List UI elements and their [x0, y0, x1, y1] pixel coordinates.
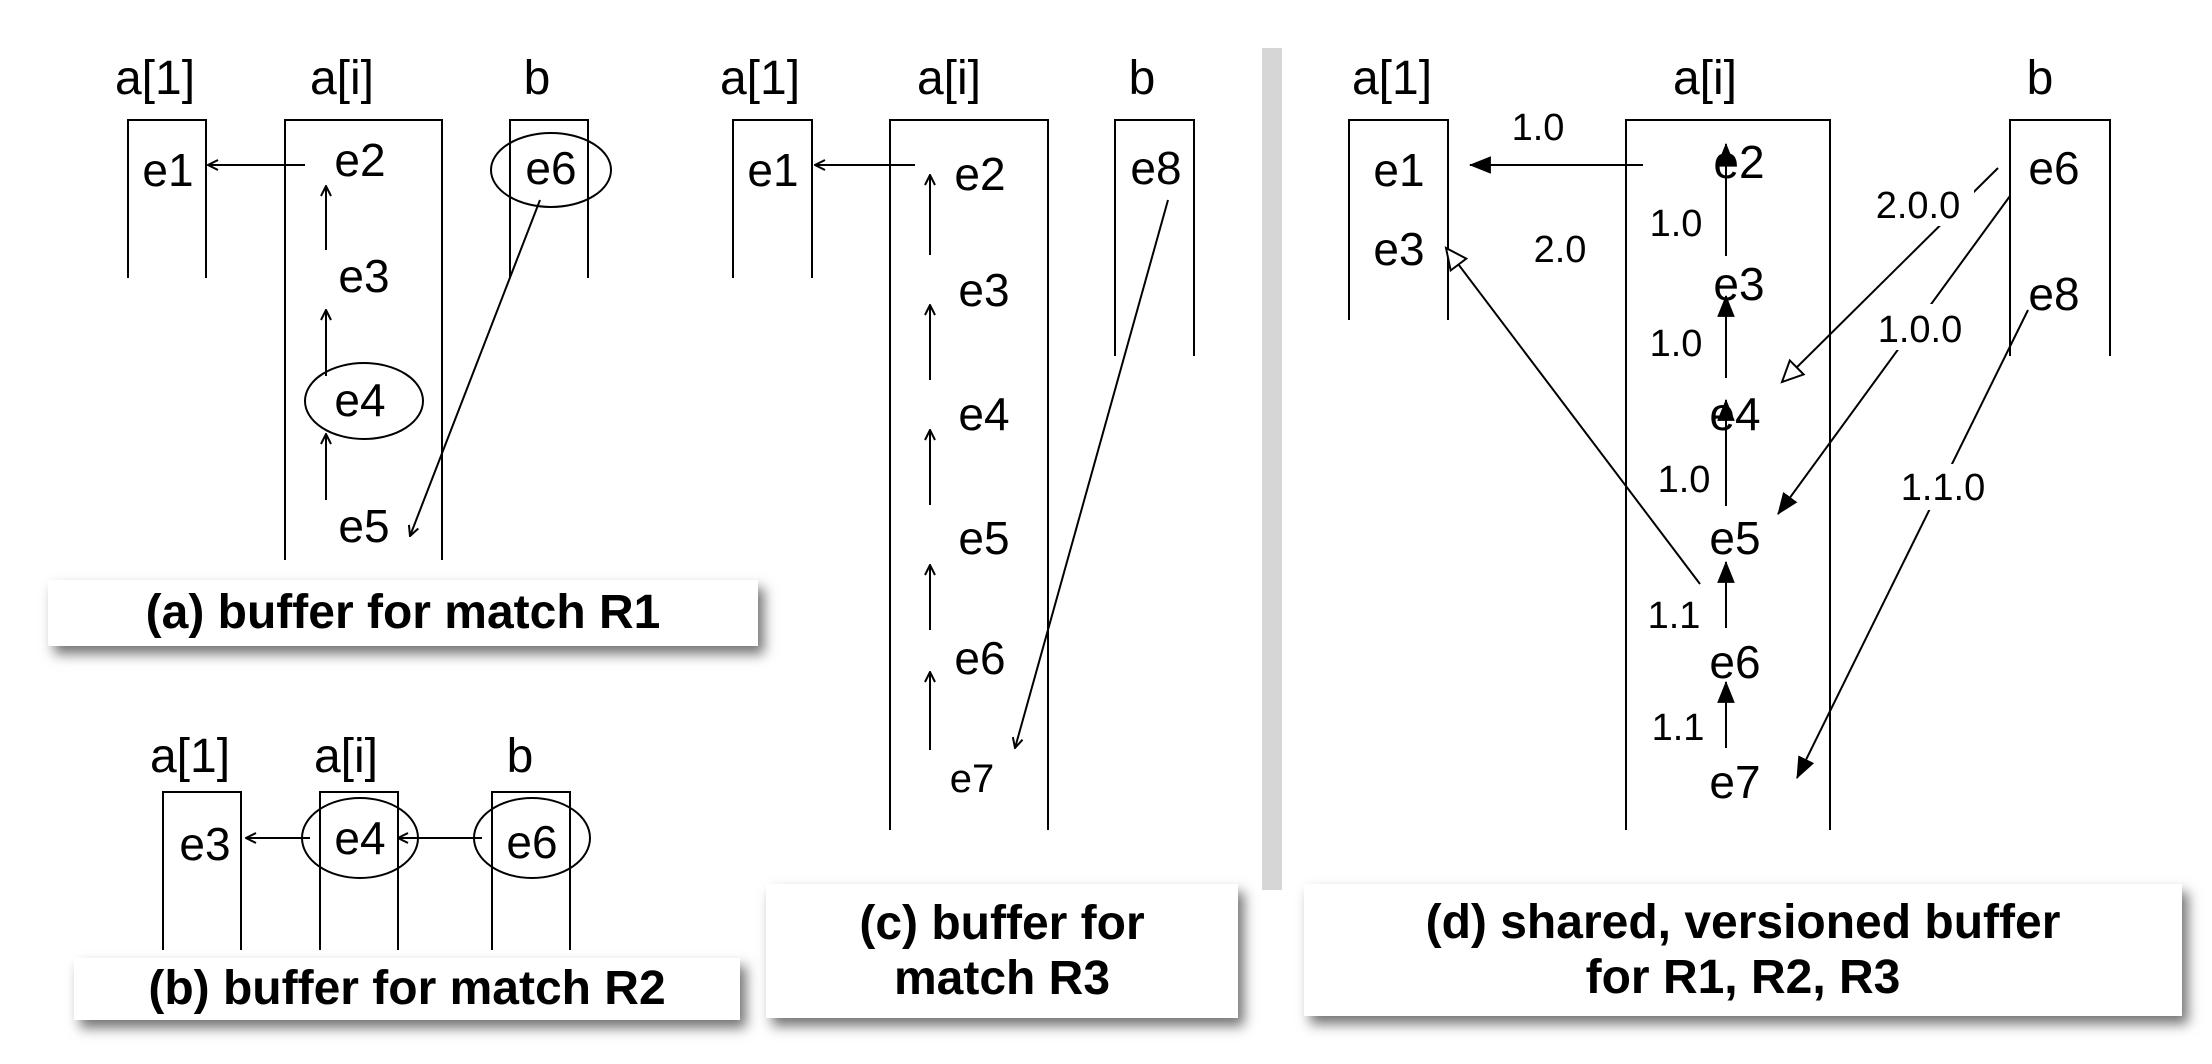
- event-e8: e8: [2028, 268, 2079, 320]
- panel-a: a[1] a[i] b e1 e2 e3 e4 e5 e6: [115, 52, 612, 560]
- event-e4: e4: [958, 388, 1009, 440]
- event-e5: e5: [958, 512, 1009, 564]
- event-e6: e6: [525, 142, 576, 194]
- event-e4: e4: [334, 374, 385, 426]
- event-e5: e5: [338, 500, 389, 552]
- event-e6: e6: [2028, 142, 2079, 194]
- column-header-a1: a[1]: [115, 52, 195, 105]
- event-e2: e2: [334, 134, 385, 186]
- panel-d: a[1] a[i] b e1 e3 e2 e3 e4 e5 e6 e7 e6 e…: [1348, 52, 2111, 830]
- column-header-b: b: [1129, 52, 1156, 105]
- panel-divider: [1262, 48, 1282, 890]
- version-label: 1.0.0: [1878, 309, 1963, 351]
- event-e7: e7: [1709, 756, 1760, 808]
- version-label-mask: [1860, 180, 1974, 226]
- event-e5: e5: [1709, 512, 1760, 564]
- event-e4: e4: [1709, 388, 1760, 440]
- stack-b: [2009, 119, 2111, 356]
- caption-panel-d: (d) shared, versioned buffer for R1, R2,…: [1304, 884, 2182, 1016]
- stack-b: [1114, 119, 1195, 356]
- version-label-mask: [1862, 304, 1976, 350]
- stack-a1: [127, 119, 207, 278]
- caption-line: for R1, R2, R3: [1585, 951, 1901, 1004]
- event-e3: e3: [338, 250, 389, 302]
- column-header-a1: a[1]: [150, 730, 230, 783]
- stack-a1: [162, 791, 242, 950]
- caption-text-block: (d) shared, versioned buffer for R1, R2,…: [1426, 895, 2061, 1005]
- event-e3: e3: [179, 818, 230, 870]
- stack-ai: [1625, 119, 1831, 830]
- event-e4: e4: [334, 812, 385, 864]
- column-header-a1: a[1]: [1352, 52, 1432, 105]
- caption-panel-c: (c) buffer for match R3: [766, 884, 1238, 1018]
- version-label: 1.0: [1650, 323, 1703, 365]
- event-e1: e1: [142, 144, 193, 196]
- version-label: 2.0.0: [1876, 185, 1961, 227]
- column-header-a1: a[1]: [720, 52, 800, 105]
- pointer-arrow: [410, 199, 541, 536]
- version-label: 2.0: [1534, 229, 1587, 271]
- caption-text: (a) buffer for match R1: [145, 586, 661, 640]
- column-header-ai: a[i]: [1673, 52, 1737, 105]
- version-label-mask: [1886, 464, 2000, 510]
- column-header-ai: a[i]: [310, 52, 374, 105]
- version-label: 1.1: [1648, 595, 1701, 637]
- event-e2: e2: [954, 148, 1005, 200]
- version-label-mask: [1642, 200, 1708, 244]
- caption-line: (d) shared, versioned buffer: [1425, 895, 2061, 949]
- pointer-arrow: [1777, 195, 2011, 515]
- column-header-b: b: [507, 730, 534, 783]
- panel-c: a[1] a[i] b e1 e2 e3 e4 e5 e6 e7 e8: [720, 52, 1195, 830]
- caption-text-block: (c) buffer for match R3: [859, 896, 1144, 1006]
- panel-b: a[1] a[i] b e3 e4 e6: [150, 730, 591, 950]
- version-label: 1.0: [1512, 107, 1565, 149]
- event-e6: e6: [954, 632, 1005, 684]
- version-label: 1.0: [1650, 203, 1703, 245]
- version-label: 1.0: [1658, 459, 1711, 501]
- pointer-arrow: [1446, 248, 1701, 585]
- caption-text: (b) buffer for match R2: [148, 962, 666, 1016]
- stack-a1: [732, 119, 813, 278]
- version-label: 1.1: [1652, 707, 1705, 749]
- column-header-ai: a[i]: [314, 730, 378, 783]
- caption-line: (c) buffer for: [859, 896, 1145, 950]
- pointer-arrow: [1796, 309, 2029, 779]
- event-e8: e8: [1130, 142, 1181, 194]
- stack-a1: [1348, 119, 1449, 320]
- column-header-ai: a[i]: [917, 52, 981, 105]
- event-e3: e3: [1713, 258, 1764, 310]
- event-e1: e1: [747, 144, 798, 196]
- version-label-mask: [1496, 104, 1576, 148]
- event-e6: e6: [506, 816, 557, 868]
- stack-ai: [889, 119, 1049, 830]
- caption-panel-a: (a) buffer for match R1: [48, 580, 758, 646]
- stack-b: [491, 791, 571, 950]
- pointer-arrow: [1015, 199, 1169, 748]
- event-e6: e6: [1709, 636, 1760, 688]
- stack-ai: [319, 791, 399, 950]
- caption-panel-b: (b) buffer for match R2: [74, 958, 740, 1020]
- stack-ai: [284, 119, 443, 560]
- event-e3: e3: [1373, 223, 1424, 275]
- caption-line: match R3: [893, 952, 1111, 1005]
- column-header-b: b: [524, 52, 551, 105]
- event-e2: e2: [1713, 136, 1764, 188]
- match-highlight-e6: [490, 132, 612, 208]
- event-e7: e7: [950, 757, 995, 801]
- column-header-b: b: [2027, 52, 2054, 105]
- version-label: 1.1.0: [1901, 467, 1986, 509]
- event-e3: e3: [958, 264, 1009, 316]
- event-e1: e1: [1373, 144, 1424, 196]
- match-highlight-e4: [304, 362, 424, 440]
